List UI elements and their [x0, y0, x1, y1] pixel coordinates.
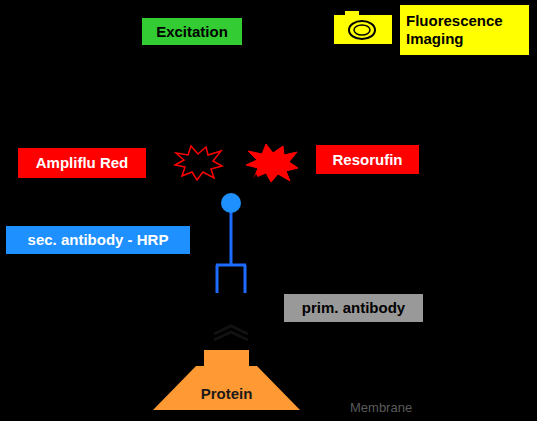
membrane-label: Membrane [350, 400, 412, 415]
reaction-arrowhead [252, 176, 260, 183]
antibody-chevron [214, 332, 248, 340]
secondary-antibody-symbol [216, 212, 246, 293]
node-text: Resorufin [332, 151, 402, 169]
camera-icon [334, 11, 392, 44]
node-text: prim. antibody [302, 299, 405, 317]
antibody-stem [230, 212, 233, 265]
label-box: Excitation [142, 18, 242, 45]
substrate-starburst [175, 146, 222, 180]
camera-lens-inner [354, 25, 370, 35]
label-box: sec. antibody - HRP [6, 226, 190, 254]
camera-lens [349, 21, 375, 39]
hrp-enzyme [221, 193, 241, 213]
primary-antibody-symbol [214, 326, 248, 340]
camera-body [334, 15, 392, 44]
reaction-arc [207, 177, 226, 199]
antibody-arm [244, 265, 247, 293]
product-starburst [246, 144, 298, 182]
node-text: Fluorescence Imaging [406, 12, 523, 48]
protein-trapezoid [153, 350, 300, 410]
protein-shape: Protein [153, 342, 300, 412]
node-text: sec. antibody - HRP [28, 231, 169, 249]
label-box: Ampliflu Red [18, 148, 146, 178]
node-text: Ampliflu Red [36, 154, 129, 172]
label-box: Fluorescence Imaging [400, 5, 529, 55]
antibody-fork [216, 264, 246, 267]
antibody-arm [216, 265, 219, 293]
node-text: Protein [201, 385, 253, 403]
node-text: Excitation [156, 23, 228, 41]
label-box: prim. antibody [284, 294, 423, 322]
label-box: Resorufin [316, 145, 419, 174]
